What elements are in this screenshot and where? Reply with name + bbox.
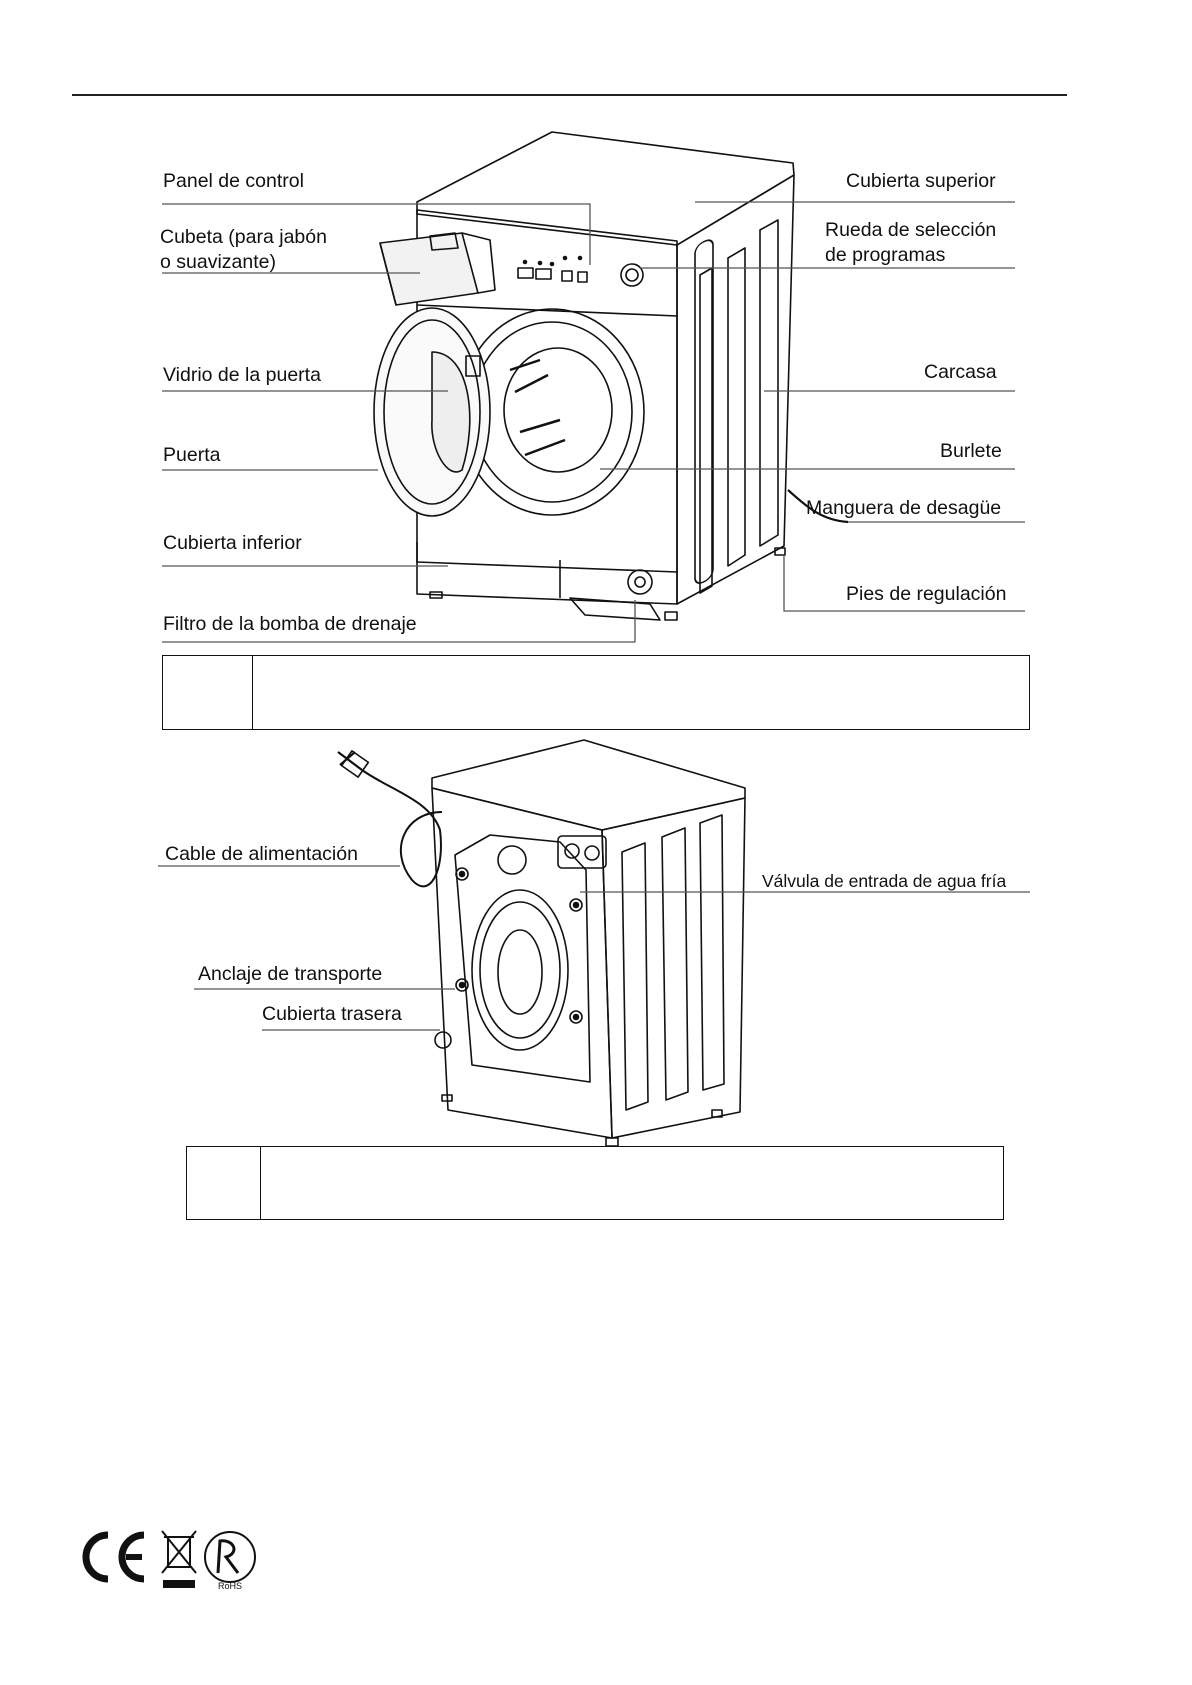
label-burlete: Burlete xyxy=(940,440,1002,462)
label-filtro-bomba: Filtro de la bomba de drenaje xyxy=(163,613,417,635)
front-caption-box xyxy=(162,655,1030,730)
label-anclaje-transporte: Anclaje de transporte xyxy=(198,963,383,985)
ce-mark-icon xyxy=(82,1531,145,1583)
label-rueda-line1: Rueda de selección xyxy=(825,219,997,241)
front-caption-left-cell xyxy=(163,656,253,729)
back-leader-lines xyxy=(158,865,1030,1031)
front-leader-lines xyxy=(162,201,1025,643)
label-cable-alimentacion: Cable de alimentación xyxy=(165,843,358,865)
header-rule xyxy=(72,94,1067,96)
label-manguera: Manguera de desagüe xyxy=(806,497,1002,519)
back-caption-left-cell xyxy=(187,1147,261,1219)
label-cubierta-inferior: Cubierta inferior xyxy=(163,532,302,554)
label-carcasa: Carcasa xyxy=(924,361,997,383)
label-valvula-entrada: Válvula de entrada de agua fría xyxy=(762,871,1007,891)
label-pies: Pies de regulación xyxy=(846,583,1007,605)
label-puerta: Puerta xyxy=(163,444,221,466)
label-rueda-line2: de programas xyxy=(825,244,946,266)
front-caption-text xyxy=(253,656,1029,729)
label-cubeta-line2: o suavizante) xyxy=(160,251,276,273)
front-view-drawing xyxy=(373,131,849,621)
label-panel-de-control: Panel de control xyxy=(163,170,304,192)
certification-marks: RoHS xyxy=(82,1530,256,1591)
label-cubierta-superior: Cubierta superior xyxy=(846,170,996,192)
rohs-mark-text: RoHS xyxy=(218,1581,242,1591)
back-caption-box xyxy=(186,1146,1004,1220)
label-cubierta-trasera: Cubierta trasera xyxy=(262,1003,402,1025)
rohs-mark-icon: RoHS xyxy=(204,1531,256,1591)
weee-bin-icon xyxy=(161,1530,197,1588)
back-caption-text xyxy=(261,1147,1003,1219)
label-cubeta-line1: Cubeta (para jabón xyxy=(160,226,327,248)
back-view-drawing xyxy=(337,739,746,1147)
label-vidrio-puerta: Vidrio de la puerta xyxy=(163,364,321,386)
